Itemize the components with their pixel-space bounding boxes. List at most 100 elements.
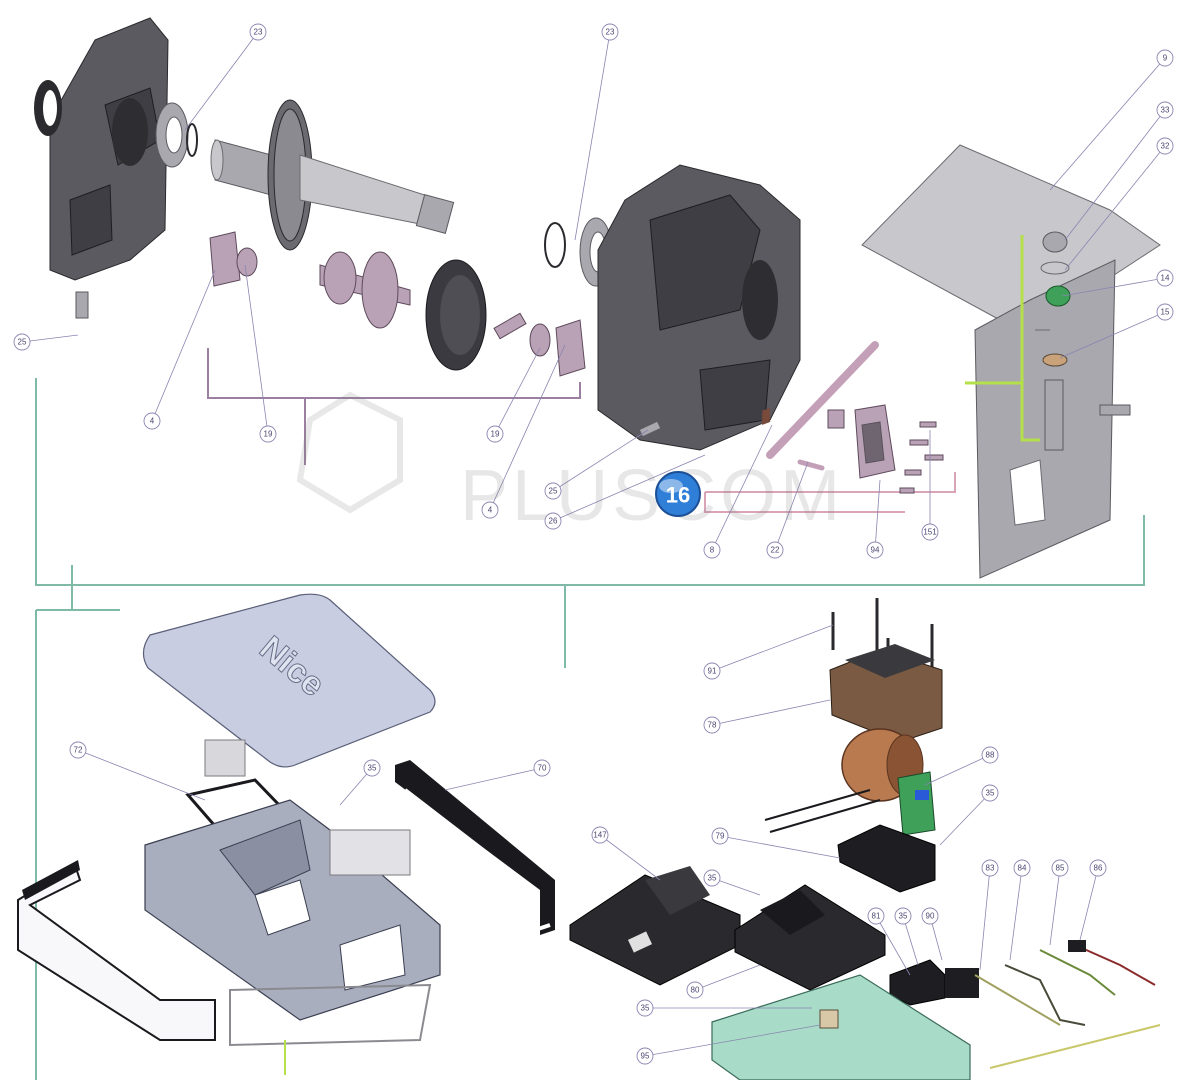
spring-8 (761, 408, 771, 425)
callout-81: 81 (867, 907, 885, 925)
callout-84: 84 (1013, 859, 1031, 877)
callout-90: 90 (921, 907, 939, 925)
svg-text:23: 23 (254, 28, 263, 37)
callout-19: 19 (259, 425, 277, 443)
svg-text:23: 23 (606, 28, 615, 37)
callout-32: 32 (1156, 137, 1174, 155)
callout-70: 70 (533, 759, 551, 777)
callout-86: 86 (1089, 859, 1107, 877)
callout-78: 78 (703, 716, 721, 734)
callout-94: 94 (866, 541, 884, 559)
seal-ring-left (34, 80, 62, 136)
heatsink-78 (829, 644, 943, 743)
bearing-left (155, 102, 198, 168)
mounting-bracket-9 (861, 144, 1161, 579)
page-badge-number: 16 (666, 483, 690, 508)
svg-text:94: 94 (871, 546, 880, 555)
svg-text:81: 81 (872, 912, 881, 921)
svg-text:32: 32 (1161, 142, 1170, 151)
callout-72: 72 (69, 741, 87, 759)
side-trim-70 (395, 760, 555, 935)
callout-14: 14 (1156, 269, 1174, 287)
gearbox-cover-housing (49, 17, 169, 319)
screws-151 (899, 421, 944, 494)
callouts: 23 23 9 33 32 14 15 25 4 19 19 4 25 26 8… (13, 23, 1174, 1065)
callout-25: 25 (13, 333, 31, 351)
svg-text:19: 19 (491, 430, 500, 439)
svg-text:9: 9 (1163, 54, 1168, 63)
callout-35: 35 (636, 999, 654, 1017)
callout-151: 151 (921, 523, 939, 541)
ground-wire (989, 1024, 1161, 1069)
callout-35: 35 (981, 784, 999, 802)
callout-91: 91 (703, 662, 721, 680)
lower-trim-frame (17, 860, 432, 1075)
screws-91 (831, 598, 934, 670)
svg-text:19: 19 (264, 430, 273, 439)
top-cover-nice: Nice (142, 593, 436, 777)
circlip-23-right (544, 222, 566, 268)
svg-text:88: 88 (986, 751, 995, 760)
callout-4: 4 (143, 412, 161, 430)
output-shaft-gear (210, 99, 455, 251)
leader-lines-bottom-right (599, 624, 1099, 1057)
svg-text:35: 35 (986, 789, 995, 798)
callout-22: 22 (766, 541, 784, 559)
bearing-block-left (209, 231, 258, 287)
connector-81 (889, 959, 979, 1006)
watermark-text: PLUSCOM (460, 456, 844, 536)
microswitch-block-94 (854, 404, 896, 479)
callout-25: 25 (544, 482, 562, 500)
svg-text:83: 83 (986, 864, 995, 873)
svg-text:151: 151 (923, 528, 937, 537)
pinion-gear-assembly (319, 251, 487, 371)
callout-80: 80 (686, 981, 704, 999)
callout-35: 35 (894, 907, 912, 925)
svg-text:4: 4 (488, 506, 493, 515)
base-housing (144, 799, 441, 1021)
group-frame-lines (35, 348, 1145, 1080)
svg-text:86: 86 (1094, 864, 1103, 873)
gearbox-main-housing (597, 164, 801, 451)
control-board-147 (569, 866, 741, 986)
svg-text:90: 90 (926, 912, 935, 921)
cables-83-86 (974, 940, 1156, 1026)
svg-text:95: 95 (641, 1052, 650, 1061)
svg-text:26: 26 (549, 517, 558, 526)
leader-lines-top (21, 31, 1166, 551)
svg-text:85: 85 (1056, 864, 1065, 873)
callout-83: 83 (981, 859, 999, 877)
callout-147: 147 (591, 826, 609, 844)
svg-text:14: 14 (1161, 274, 1170, 283)
svg-text:35: 35 (641, 1004, 650, 1013)
svg-text:33: 33 (1161, 106, 1170, 115)
page-badge: 16 (655, 471, 701, 517)
svg-text:91: 91 (708, 667, 717, 676)
callout-9: 9 (1156, 49, 1174, 67)
svg-text:35: 35 (899, 912, 908, 921)
key-and-bushing (493, 312, 586, 377)
pcb-88 (897, 771, 936, 836)
release-rod (766, 341, 879, 471)
callout-23: 23 (601, 23, 619, 41)
watermark: PLUSCOM (296, 391, 844, 536)
svg-text:25: 25 (549, 487, 558, 496)
base-plate-95 (711, 974, 971, 1080)
callout-95: 95 (636, 1047, 654, 1065)
callout-79: 79 (711, 827, 729, 845)
cover-79 (837, 824, 936, 893)
callout-23: 23 (249, 23, 267, 41)
callout-8: 8 (703, 541, 721, 559)
svg-text:84: 84 (1018, 864, 1027, 873)
callout-33: 33 (1156, 101, 1174, 119)
svg-text:35: 35 (368, 764, 377, 773)
svg-text:147: 147 (593, 831, 607, 840)
svg-text:35: 35 (708, 874, 717, 883)
svg-text:15: 15 (1161, 308, 1170, 317)
svg-text:80: 80 (691, 986, 700, 995)
svg-text:8: 8 (710, 546, 715, 555)
callout-35: 35 (703, 869, 721, 887)
callout-26: 26 (544, 512, 562, 530)
callout-4: 4 (481, 501, 499, 519)
